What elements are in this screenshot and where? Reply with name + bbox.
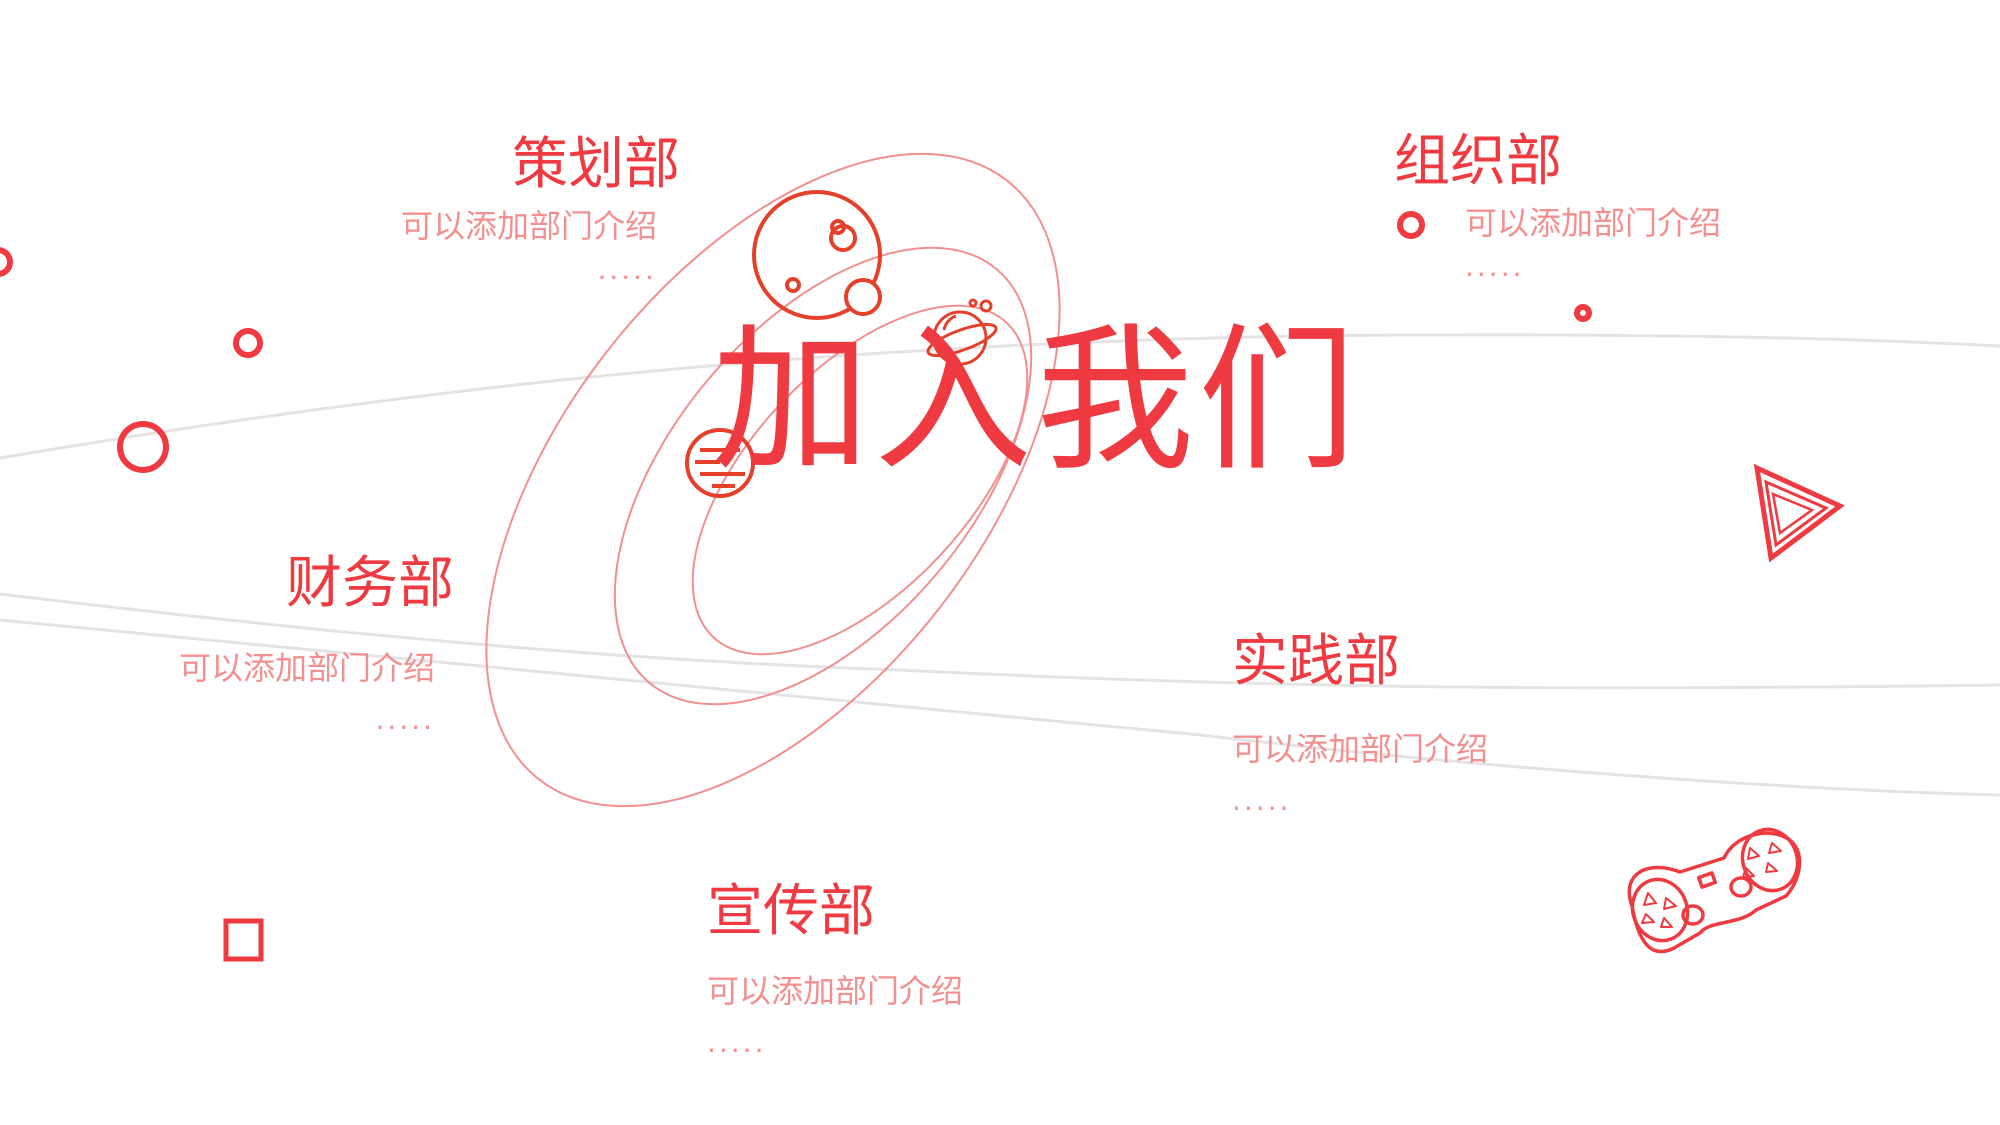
dept-more-dots: ..... <box>597 253 657 286</box>
dept-description: 可以添加部门介绍 <box>178 649 435 687</box>
orbit-outer <box>485 152 1061 808</box>
dept-description: 可以添加部门介绍 <box>1232 730 1489 768</box>
dept-practice: 实践部 可以添加部门介绍 ..... <box>1232 634 1488 815</box>
orbit-middle <box>613 246 1033 706</box>
dept-more-dots: ..... <box>375 703 435 736</box>
gray-curve-line-bottom <box>0 618 2000 797</box>
dept-more-dots: ..... <box>707 1026 767 1059</box>
dept-name: 组织部 <box>1394 129 1562 194</box>
gamepad-icon <box>1627 827 1802 954</box>
dept-publicity: 宣传部 可以添加部门介绍 ..... <box>707 884 963 1057</box>
dept-more-dots: ..... <box>1232 784 1292 817</box>
ring-circle-icon <box>117 421 169 473</box>
orbit-inner <box>691 304 1029 656</box>
square-outline-icon <box>223 918 264 962</box>
dept-description: 可以添加部门介绍 <box>400 207 657 245</box>
dept-name: 财务部 <box>286 551 454 616</box>
ring-circle-icon <box>233 328 263 358</box>
dept-more-dots: ..... <box>1465 250 1525 283</box>
planet-craters-icon <box>752 190 882 320</box>
ringed-planet-icon <box>926 298 998 366</box>
slide-title: 加入我们 <box>712 309 1360 493</box>
dept-name: 实践部 <box>1232 629 1400 694</box>
gray-curve-line-top <box>0 333 2000 460</box>
dept-description: 可以添加部门介绍 <box>1465 204 1722 242</box>
dept-organization: 组织部 可以添加部门介绍 ..... <box>1394 134 1721 281</box>
gray-curve-line-middle <box>0 592 2000 690</box>
striped-planet-icon <box>685 428 755 498</box>
dept-name: 宣传部 <box>707 879 875 944</box>
dept-planning: 策划部 可以添加部门介绍 ..... <box>380 137 680 284</box>
ring-circle-icon <box>0 247 13 277</box>
ring-circle-icon <box>1397 211 1425 239</box>
triangle-play-icon <box>1753 463 1845 563</box>
ring-circle-icon <box>1574 304 1592 322</box>
dept-finance: 财务部 可以添加部门介绍 ..... <box>140 556 454 734</box>
dept-name: 策划部 <box>512 132 680 197</box>
dept-description: 可以添加部门介绍 <box>707 972 964 1010</box>
